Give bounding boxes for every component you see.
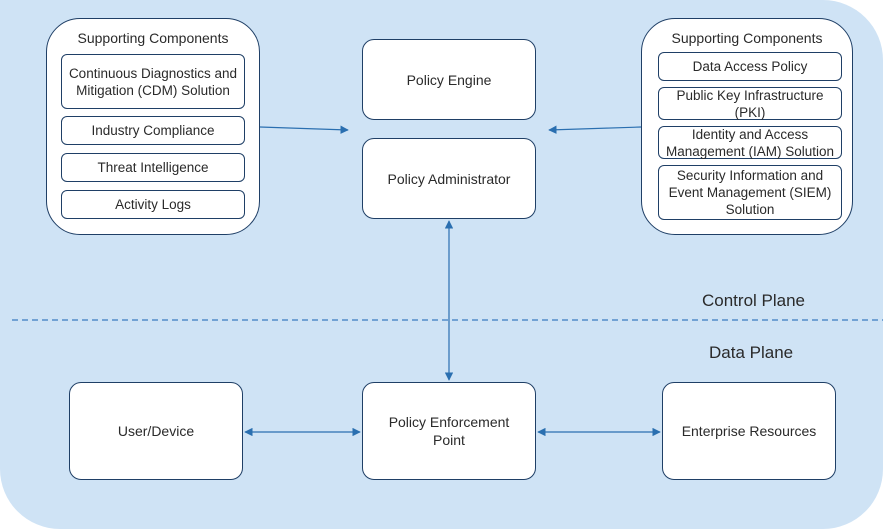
left-components-to-policy-arrow xyxy=(259,125,349,134)
siem-solution-box: Security Information and Event Managemen… xyxy=(658,165,842,220)
right-components-to-policy-arrow xyxy=(548,125,642,134)
enterprise-resources-box: Enterprise Resources xyxy=(662,382,836,480)
user-device-box: User/Device xyxy=(69,382,243,480)
policy-administrator-box: Policy Administrator xyxy=(362,138,536,219)
pki-box: Public Key Infrastructure (PKI) xyxy=(658,87,842,120)
data-access-policy-box: Data Access Policy xyxy=(658,52,842,81)
data-plane-label: Data Plane xyxy=(709,343,794,362)
left-group-title: Supporting Components xyxy=(77,30,229,46)
industry-compliance-box: Industry Compliance xyxy=(61,116,245,145)
right-group-title: Supporting Components xyxy=(671,30,823,46)
activity-logs-box: Activity Logs xyxy=(61,190,245,219)
cdm-solution-box: Continuous Diagnostics and Mitigation (C… xyxy=(61,54,245,109)
policy-engine-box: Policy Engine xyxy=(362,39,536,120)
policy-enforcement-point-box: Policy Enforcement Point xyxy=(362,382,536,480)
iam-solution-box: Identity and Access Management (IAM) Sol… xyxy=(658,126,842,159)
threat-intelligence-box: Threat Intelligence xyxy=(61,153,245,182)
control-plane-label: Control Plane xyxy=(702,291,806,310)
